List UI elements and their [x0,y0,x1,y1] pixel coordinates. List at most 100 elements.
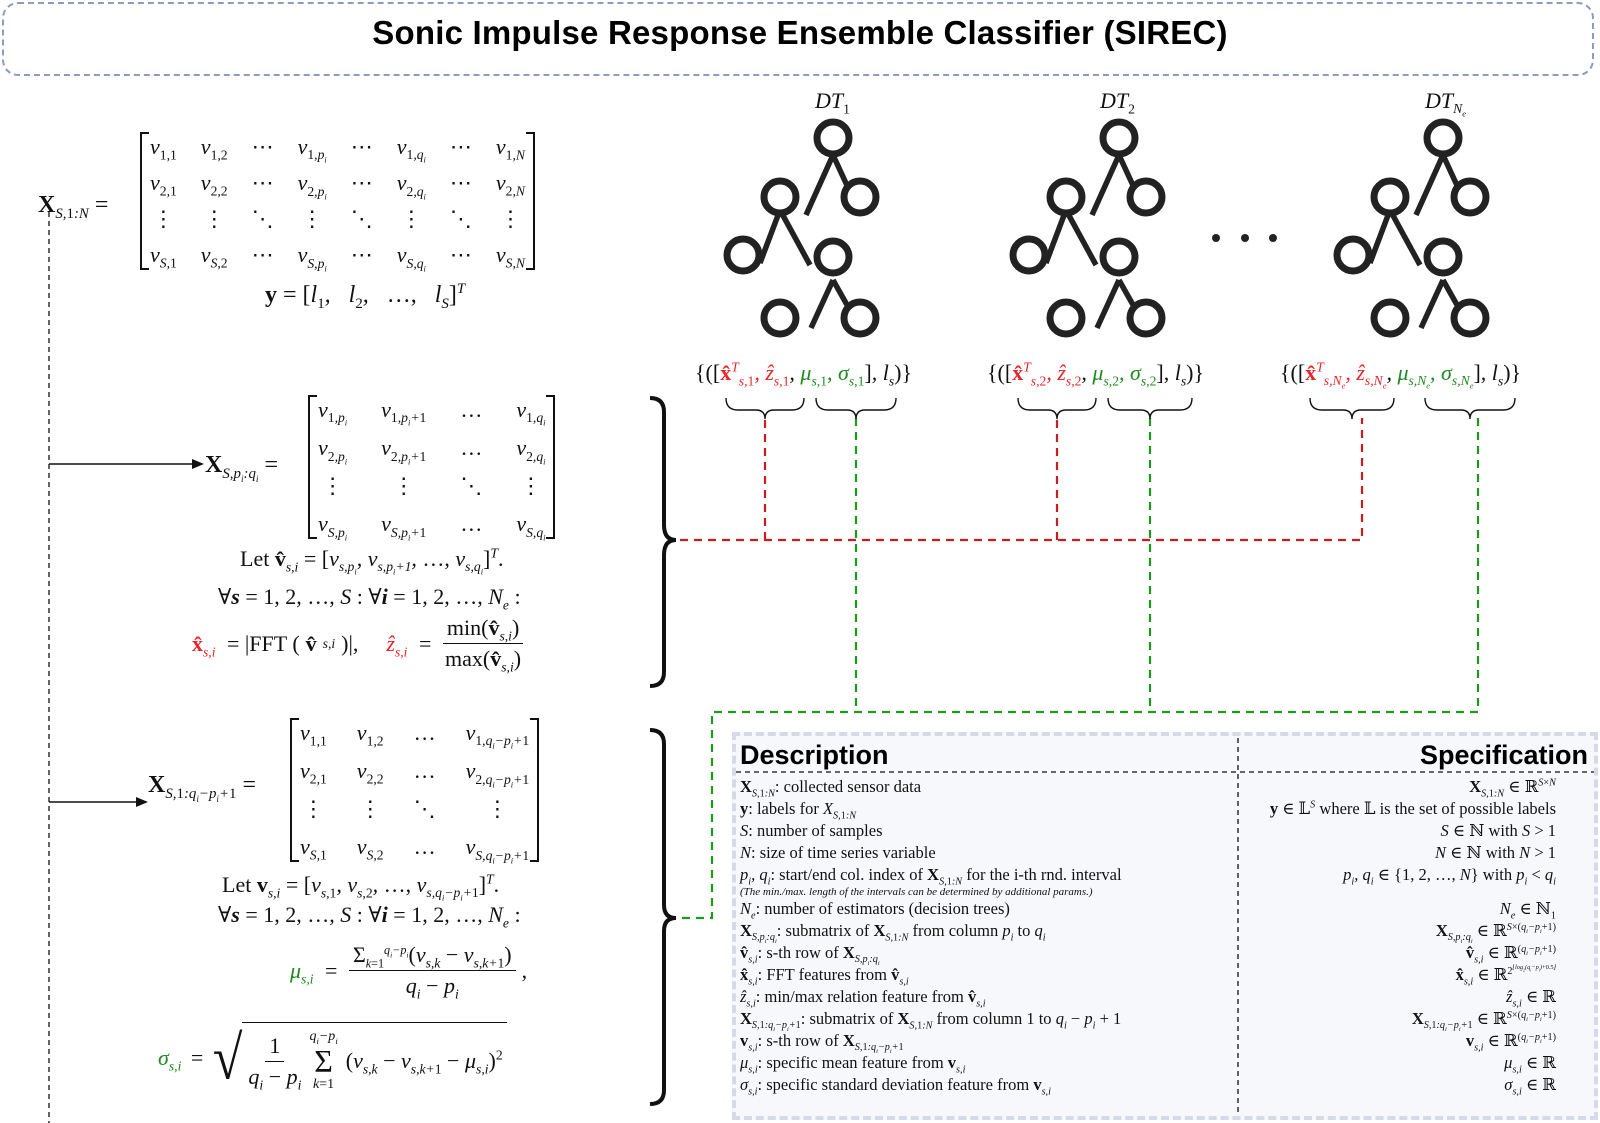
interval-matrix-cell: ⋮ [321,473,344,499]
interval-matrix-cell: v2,pi+1 [381,435,427,467]
shifted-forall-line: ∀s = 1, 2, …, S : ∀i = 1, 2, …, Ne : [218,902,521,931]
interval-matrix-cell: … [460,511,483,537]
interval-brace [649,396,677,688]
description-header: Description [740,740,889,770]
mu-equation: μs,i = Σk=1qi−pi(vs,k − vs,k+1)qi − pi, [290,942,528,1002]
desc-row-vhat: v̂s,i: s-th row of XS,pi:qi [740,943,880,968]
shifted-let-line: Let vs,i = [vs,1, vs,2, …, vs,qi−pi+1]T. [222,871,500,904]
desc-row-xpq: XS,pi:qi: submatrix of XS,1:N from colum… [740,921,1046,946]
desc-row-xhat: x̂s,i: FFT features from v̂s,i [740,965,909,988]
spec-row-pq: pi, qi ∈ {1, 2, …, N} with pi < qi [1343,865,1556,888]
spec-row-sigma: σs,i ∈ ℝ [1504,1075,1556,1098]
shifted-matrix-cell: ⋮ [302,796,325,822]
interval-matrix-cell: vS,pi+1 [381,511,427,543]
desc-row-v: vs,i: s-th row of XS,1:qi−pi+1 [740,1031,904,1056]
input-matrix-cell: ⋮ [499,206,522,232]
fft-and-z-equations: x̂s,i = |FFT (v̂s,i)|, ẑs,i = min(v̂s,i)… [192,615,524,674]
shifted-matrix-cell: … [413,758,436,784]
shifted-matrix-cell: ⋮ [486,796,509,822]
specification-column: XS,1:N ∈ ℝS×N y ∈ 𝕃S where 𝕃 is the set … [1216,776,1556,1098]
interval-matrix-cell: v1,pi [318,397,348,429]
input-matrix-cell: vS,N [495,242,525,271]
shifted-matrix-lhs: XS,1:qi−pi+1 = [148,772,256,804]
input-matrix-cell: ⋮ [301,206,324,232]
tree-ne-sample: {([x̂Ts,Ne, ẑs,Ne, μs,Ne, σs,Ne], ls)} [1280,359,1522,392]
desc-row-xshift: XS,1:qi−pi+1: submatrix of XS,1:N from c… [740,1009,1122,1034]
spec-row-spacer [1216,886,1556,898]
tree-label-ne: DTNe [1425,88,1466,120]
shifted-matrix-cell: vS,2 [356,834,384,863]
decision-trees [700,85,1600,355]
arrowhead-interval [192,459,204,469]
spec-row-v: vs,i ∈ ℝ(qi−pi+1) [1465,1031,1556,1054]
interval-matrix-lhs: XS,pi:qi = [205,452,279,484]
spec-row-y: y ∈ 𝕃S where 𝕃 is the set of possible la… [1269,799,1556,818]
shifted-brace [649,728,677,1106]
spec-row-xhat: x̂s,i ∈ ℝ2⌊log2(qi−pi)+0.5⌋ [1455,964,1556,988]
input-matrix-cell: v2,2 [200,170,228,199]
diagram-title: Sonic Impulse Response Ensemble Classifi… [372,14,1228,51]
shifted-matrix-cell: v2,2 [356,758,384,787]
shifted-matrix-cell: ⋱ [413,796,436,822]
input-matrix-cell: ⋯ [449,242,472,268]
input-matrix-cell: ⋮ [400,206,423,232]
input-matrix-cell: ⋯ [350,170,373,196]
interval-matrix-cell: vS,pi [318,511,348,543]
spec-row-vhat: v̂s,i ∈ ℝ(qi−pi+1) [1465,943,1556,966]
desc-row-sigma: σs,i: specific standard deviation featur… [740,1075,1051,1098]
input-matrix-cell: vS,1 [150,242,177,271]
input-matrix-cell: v1,2 [200,134,228,163]
interval-matrix-cell: … [460,397,483,423]
spec-row-s: S ∈ ℕ with S > 1 [1440,821,1556,840]
shifted-matrix-cell: v2,1 [300,758,327,787]
tree-ne-icon [1337,122,1486,334]
tree-label-2: DT2 [1100,88,1135,117]
input-matrix-cell: ⋱ [251,206,274,232]
arrowhead-shifted [136,797,148,807]
input-matrix-cell: ⋱ [350,206,373,232]
interval-matrix-cell: ⋱ [460,473,483,499]
input-matrix-cell: v1,qi [396,134,426,166]
interval-matrix-cell: v1,pi+1 [381,397,427,429]
input-matrix-cell: ⋯ [350,134,373,160]
spec-row-xpq: XS,pi:qi ∈ ℝS×(qi−pi+1) [1435,921,1556,946]
input-matrix-cell: ⋱ [449,206,472,232]
input-matrix-cell: v2,pi [297,170,327,202]
ellipsis-dots-icon [1212,234,1277,242]
input-matrix-cell: vS,pi [297,242,327,274]
input-matrix-cell: vS,qi [396,242,426,274]
interval-matrix-cell: v2,qi [516,435,546,467]
shifted-matrix-cell: … [413,720,436,746]
table-dividers [736,738,1594,1116]
input-matrix-cell: ⋯ [251,134,274,160]
shifted-matrix-cell: v2,qi−pi+1 [465,758,530,790]
spec-row-xshift: XS,1:qi−pi+1 ∈ ℝS×(qi−pi+1) [1411,1009,1556,1034]
spec-row-mu: μs,i ∈ ℝ [1504,1053,1556,1076]
interval-forall-line: ∀s = 1, 2, …, S : ∀i = 1, 2, …, Ne : [218,584,521,613]
interval-matrix-cell: vS,qi [516,511,546,543]
desc-row-x: XS,1:N: collected sensor data [740,777,922,800]
spec-row-zhat: ẑs,i ∈ ℝ [1506,987,1556,1010]
shifted-matrix-cell: ⋮ [359,796,382,822]
interval-matrix-cell: ⋮ [392,473,415,499]
input-matrix-cell: vS,2 [200,242,228,271]
interval-matrix-cell: v1,qi [516,397,546,429]
labels-vector: y = [l1, l2, …, lS]T [265,281,466,312]
tree-2-icon [1013,122,1162,334]
shifted-matrix-cell: vS,1 [300,834,327,863]
input-matrix-cell: ⋯ [350,242,373,268]
spec-row-ne: Ne ∈ ℕ1 [1499,899,1556,922]
shifted-matrix-cell: … [413,834,436,860]
spec-row-x: XS,1:N ∈ ℝS×N [1469,777,1556,800]
desc-row-pq: pi, qi: start/end col. index of XS,1:N f… [740,865,1122,888]
input-matrix-cell: ⋯ [251,242,274,268]
interval-matrix-cell: … [460,435,483,461]
input-matrix-cell: ⋮ [203,206,226,232]
tree-1-sample: {([x̂Ts,1, ẑs,1, μs,1, σs,1], ls)} [695,359,913,389]
description-specification-table [732,732,1598,1120]
shifted-matrix-cell: vS,qi−pi+1 [465,834,530,866]
